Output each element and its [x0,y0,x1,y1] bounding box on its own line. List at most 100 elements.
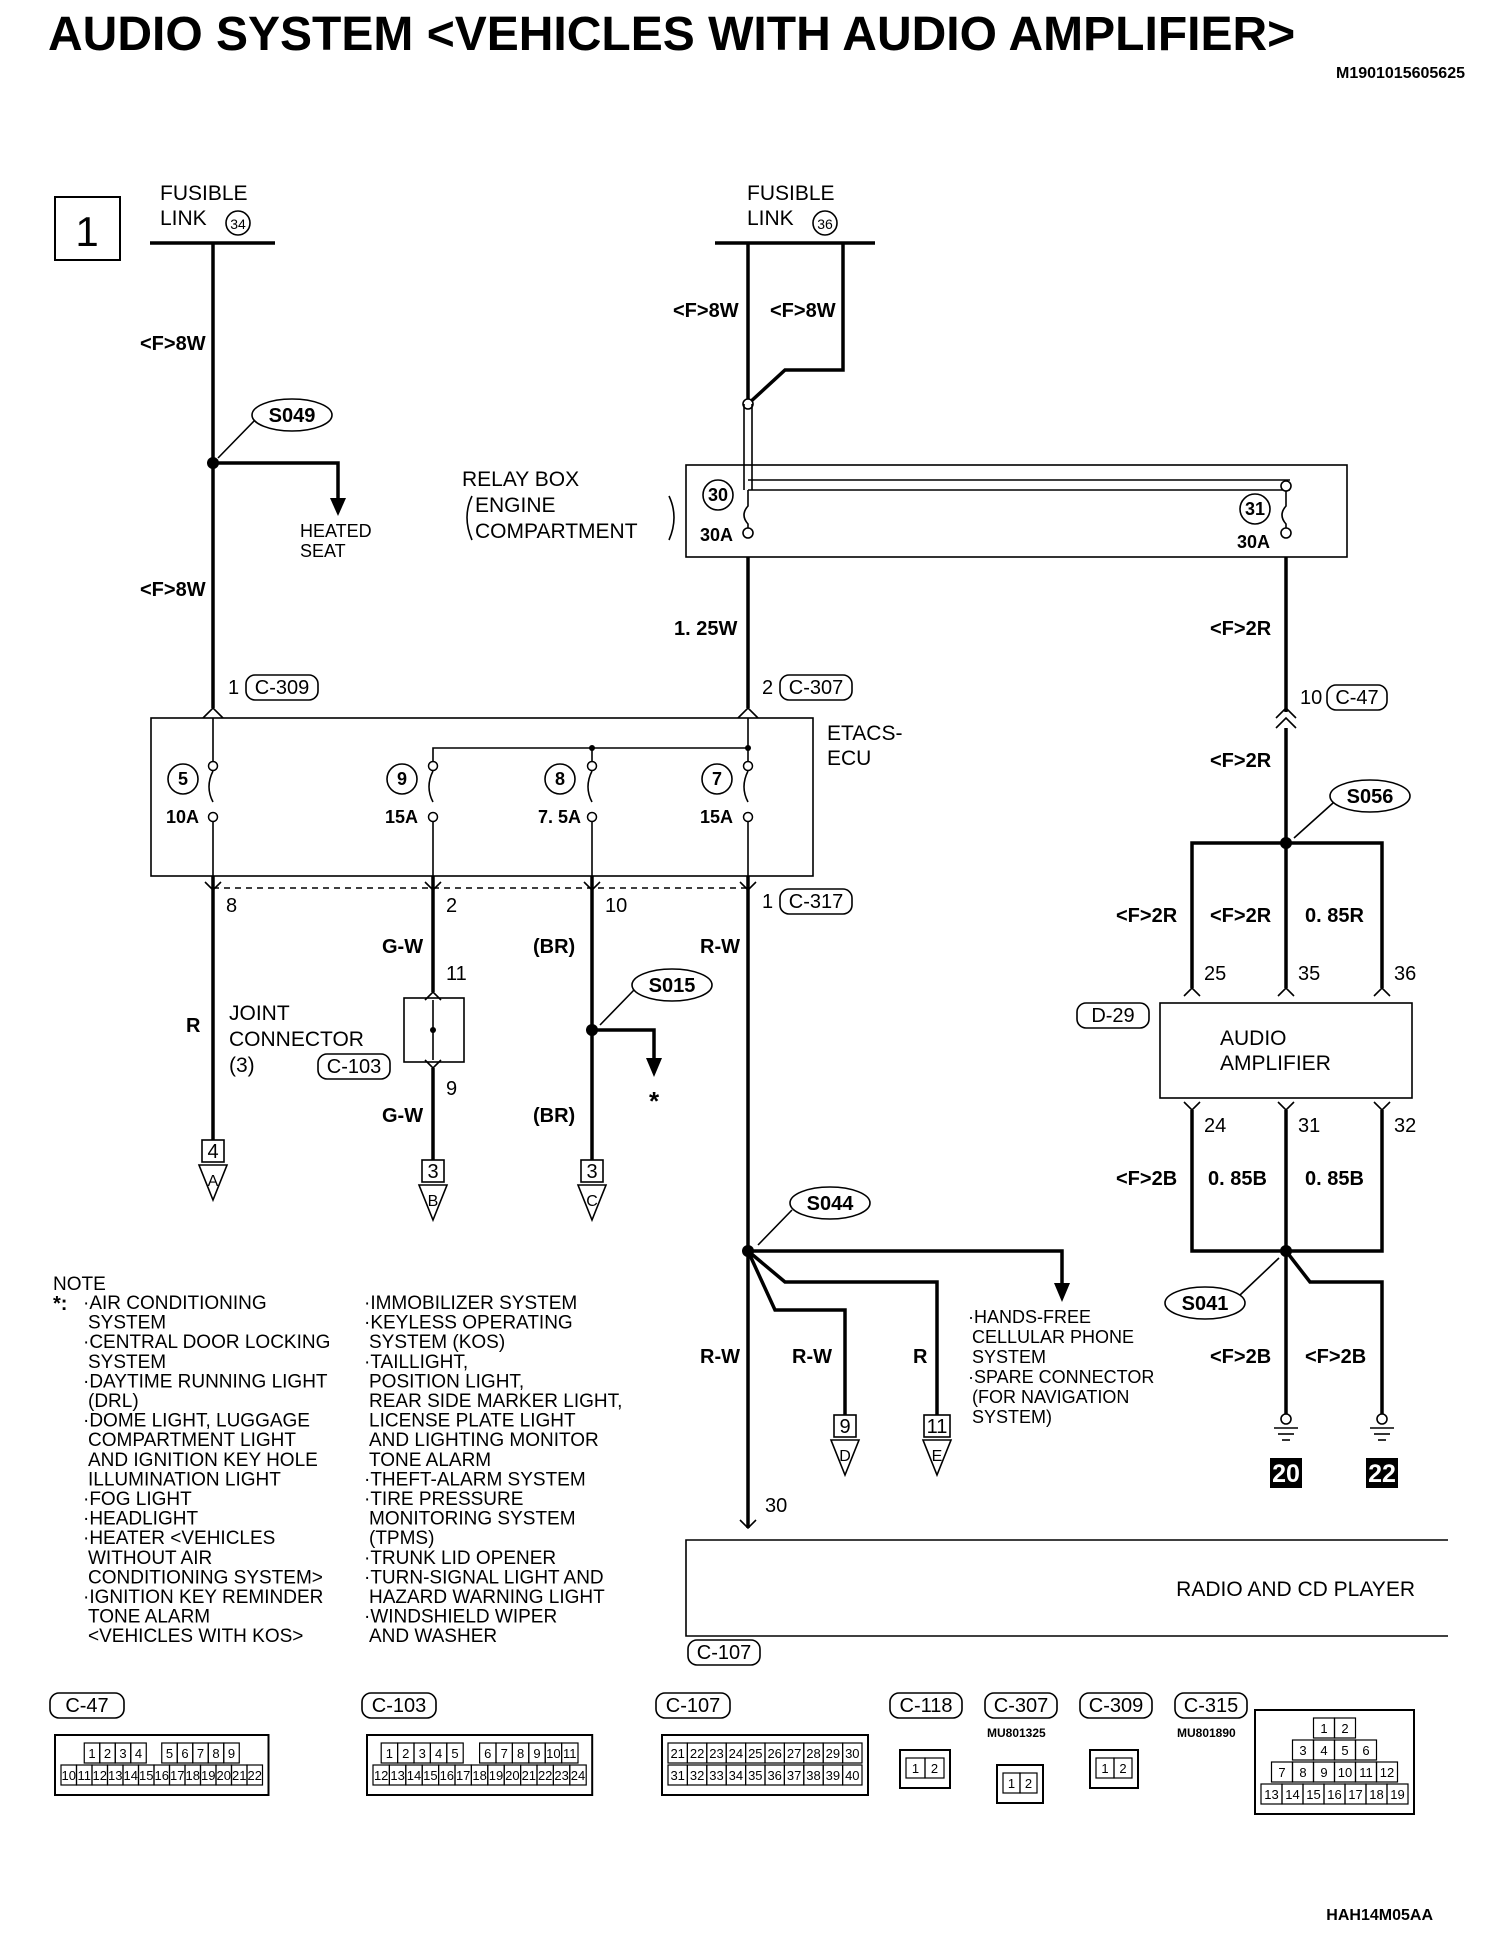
connector-pin-number: 11 [78,1768,92,1783]
d29-label: D-29 [1091,1005,1134,1027]
connector-pin-cell [130,1742,147,1764]
etacs-fuse-8-amp: 7. 5A [538,807,581,827]
connector-pin-number: 7 [197,1746,204,1761]
connector-pin-cell [223,1742,240,1764]
connector-view-tag [49,1692,125,1719]
connector-pin-number: 2 [1341,1721,1348,1736]
note-line: AND LIGHTING MONITOR [369,1430,599,1451]
note-line: REAR SIDE MARKER LIGHT, [369,1391,622,1412]
joint-in-chevron [424,990,442,1001]
note-line: AND IGNITION KEY HOLE [88,1450,318,1471]
c107-tag [687,1639,761,1666]
connector-view-tag [361,1692,437,1719]
wire-label-gw-bottom: G-W [382,1105,423,1127]
amp-pin-25: 25 [1204,963,1226,985]
connector-pin-number: 11 [563,1746,577,1761]
offpage-d-arrow [829,1439,861,1478]
arrow-hands-free [1054,1283,1070,1302]
connector-pin-number: 1 [386,1746,393,1761]
connector-view-housing [366,1734,594,1796]
c309-pin: 1 [228,677,239,699]
offpage-b-num: 3 [427,1161,438,1183]
connector-pin-number: 10 [1338,1765,1352,1780]
offpage-d-letter: D [839,1448,851,1465]
offpage-d-box [833,1414,857,1438]
note-line: SYSTEM [88,1313,166,1334]
note-marker: *: [53,1293,67,1315]
connector-pin-number: 9 [1320,1765,1327,1780]
wire-label-relay-out: 1. 25W [674,618,737,640]
page-title: AUDIO SYSTEM <VEHICLES WITH AUDIO AMPLIF… [48,8,1295,61]
relay-fuse-31-symbol [1281,491,1287,528]
note-line: ·TAILLIGHT, [364,1352,468,1373]
wire-fl36-right [746,243,845,406]
note-line: ·CENTRAL DOOR LOCKING [83,1332,330,1353]
connector-pin-number: 40 [845,1768,859,1783]
connector-pin-number: 15 [139,1768,153,1783]
etacs-in-chevron-left [202,706,224,719]
connector-view-name: C-118 [900,1695,953,1717]
relay-junction-terminal [742,398,754,410]
wire-label-amp-in-2: <F>2R [1210,905,1272,927]
splice-s015-label: S015 [649,975,696,997]
arrow-s015 [646,1058,662,1077]
offpage-b-letter: B [428,1193,439,1210]
etacs-fuse-9-symbol [428,770,434,803]
connector-pin-number: 1 [1320,1721,1327,1736]
joint-connector-label-1: JOINT [229,1002,290,1025]
wire-label-amp-feed-mid: <F>2R [1210,750,1272,772]
joint-connector-label-3: (3) [229,1054,255,1077]
connector-pin-number: 2 [1119,1761,1126,1776]
etacs-fuse-5-symbol [208,770,214,803]
connector-pin-number: 16 [1327,1787,1341,1802]
c307-tag [779,674,853,701]
note-line: (TPMS) [369,1528,434,1549]
fusible-link-36-circle [812,210,838,236]
d29-tag [1076,1002,1150,1029]
note-line: ·HEADLIGHT [83,1509,198,1530]
connector-pin-number: 10 [62,1768,76,1783]
amp-in-chevron-36 [1373,986,1391,997]
connector-pin-number: 14 [407,1768,421,1783]
etacs-out-pin-8: 8 [226,895,237,917]
joint-internal-dot [430,1027,436,1033]
wire-label-fl36-a: <F>8W [673,300,739,322]
connector-view-tag [1079,1692,1153,1719]
note-line: ·HEATER <VEHICLES [83,1528,275,1549]
connector-pin-number: 13 [390,1768,404,1783]
offpage-a-arrow [197,1164,229,1203]
connector-pin-number: 12 [93,1768,107,1783]
relay-fuse-31-out [1280,527,1292,539]
connector-pin-number: 15 [423,1768,437,1783]
note-heading: NOTE [53,1274,106,1295]
connector-pin-number: 15 [1306,1787,1320,1802]
wire-s044-to-e [746,1249,939,1415]
joint-connector-label-2: CONNECTOR [229,1028,364,1051]
ground-22-label: 22 [1368,1460,1396,1488]
note-column-2: ·IMMOBILIZER SYSTEM·KEYLESS OPERATINGSYS… [364,1293,622,1647]
etacs-fuse-7-amp: 15A [700,807,733,827]
connector-pin-number: 9 [228,1746,235,1761]
connector-part-number: MU801325 [987,1726,1046,1740]
note-line: ·TURN-SIGNAL LIGHT AND [364,1567,604,1588]
note-line: POSITION LIGHT, [369,1371,524,1392]
wire-label-left-mid: <F>8W [140,579,206,601]
connector-pin-number: 4 [1320,1743,1327,1758]
radio-frame [685,1539,1448,1637]
connector-pin-number: 1 [912,1761,919,1776]
note-line: WITHOUT AIR [88,1548,212,1569]
wire-label-gw-top: G-W [382,936,423,958]
note-line: MONITORING SYSTEM [369,1509,576,1530]
note-line: ILLUMINATION LIGHT [88,1469,281,1490]
splice-s015-leader [599,989,635,1026]
connector-pin-number: 22 [248,1768,262,1783]
wire-amp-in-3 [1286,841,1384,988]
connector-pin-number: 22 [690,1746,704,1761]
relay-fuse-30-out [742,527,754,539]
connector-pin-number: 2 [402,1746,409,1761]
connector-pin-cell [1386,1783,1409,1805]
relay-box-paren-right [668,495,675,541]
connector-pin-number: 18 [1369,1787,1383,1802]
wire-label-rw-bottom-mid: R-W [792,1346,832,1368]
